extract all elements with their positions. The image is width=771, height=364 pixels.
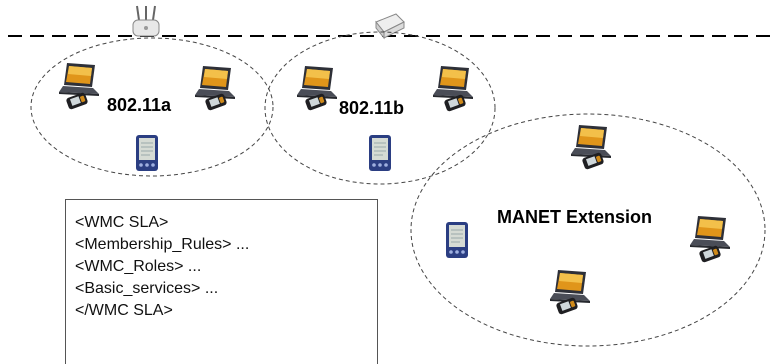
pda-icon bbox=[135, 134, 159, 172]
pda-icon bbox=[368, 134, 392, 172]
sla-line: <Basic_services> ... bbox=[75, 280, 219, 297]
sla-line: </WMC SLA> bbox=[75, 302, 173, 319]
laptop-icon bbox=[571, 125, 611, 158]
access-point-b bbox=[375, 13, 405, 40]
cell-80211b-boundary bbox=[264, 31, 496, 185]
laptop-icon bbox=[59, 63, 99, 96]
access-point-a bbox=[132, 5, 160, 37]
laptop-icon bbox=[433, 66, 473, 99]
cell-label-80211a: 802.11a bbox=[107, 95, 172, 115]
laptop-icon bbox=[195, 66, 235, 99]
cellphone-icon bbox=[65, 91, 89, 111]
cell-label-manet: MANET Extension bbox=[497, 207, 652, 227]
sla-line: <Membership_Rules> ... bbox=[75, 236, 250, 253]
sla-line: <WMC SLA> bbox=[75, 214, 169, 231]
laptop-icon bbox=[550, 270, 590, 303]
pda-icon bbox=[445, 221, 469, 259]
cell-label-80211b: 802.11b bbox=[339, 98, 404, 118]
cell-manet-boundary bbox=[410, 113, 766, 347]
sla-line: <WMC_Roles> ... bbox=[75, 258, 202, 275]
laptop-icon bbox=[297, 66, 337, 99]
sla-box: <WMC SLA> <Membership_Rules> ... <WMC_Ro… bbox=[65, 199, 378, 364]
cellphone-icon bbox=[698, 244, 722, 264]
laptop-icon bbox=[690, 216, 730, 249]
cell-80211a-boundary bbox=[30, 37, 274, 177]
